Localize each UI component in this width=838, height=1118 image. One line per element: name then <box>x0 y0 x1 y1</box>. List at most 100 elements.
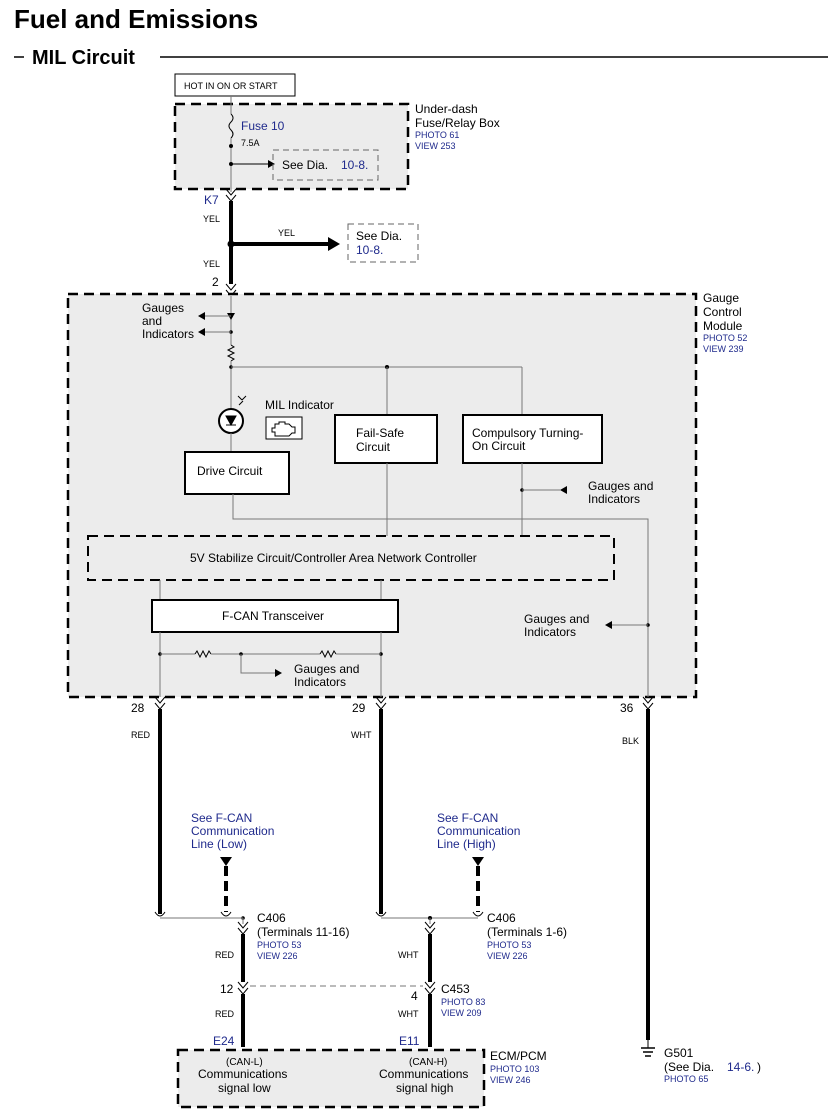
stabilize-label: 5V Stabilize Circuit/Controller Area Net… <box>190 551 477 565</box>
gauges-4-line1: Gauges and <box>524 612 589 626</box>
connector-c453-right-icon <box>424 981 436 995</box>
arrow-icon-4 <box>198 328 205 336</box>
fcan-low-l3: Line (Low) <box>191 837 247 851</box>
terminal-k7: K7 <box>204 193 219 207</box>
gauges-3-line1: Gauges and <box>294 662 359 676</box>
ecm-signal-low: signal low <box>218 1081 271 1095</box>
failsafe-line1: Fail-Safe <box>356 426 404 440</box>
ecm-terminal-e11: E11 <box>399 1034 420 1048</box>
mil-indicator-label: MIL Indicator <box>265 398 334 412</box>
ecm-canl: (CAN-L) <box>226 1057 263 1068</box>
c406-left-name: C406 <box>257 911 286 925</box>
ground-photo: PHOTO 65 <box>664 1074 708 1084</box>
fcan-low-l2: Communication <box>191 824 274 838</box>
see-dia-1-prefix: See Dia. <box>282 158 328 172</box>
ecm-view: VIEW 246 <box>490 1075 531 1085</box>
power-label-box <box>174 73 296 97</box>
wire-yel-1: YEL <box>203 214 220 224</box>
gauges-4-line2: Indicators <box>524 625 576 639</box>
gauges-1-line3: Indicators <box>142 327 194 341</box>
fuse-name: Fuse 10 <box>241 119 285 133</box>
compulsory-line2: On Circuit <box>472 439 526 453</box>
fuse-box-name-2: Fuse/Relay Box <box>415 116 500 130</box>
module-photo: PHOTO 52 <box>703 333 747 343</box>
resistor-icon <box>226 344 236 362</box>
ecm-canh: (CAN-H) <box>409 1057 447 1068</box>
fuse-icon <box>228 113 234 139</box>
wire-yel-3: YEL <box>203 259 220 269</box>
resistor-icon-3 <box>319 649 337 659</box>
c406-left-photo: PHOTO 53 <box>257 940 301 950</box>
see-dia-box-1 <box>272 149 379 181</box>
gauges-2-line2: Indicators <box>588 492 640 506</box>
see-dia-2-prefix: See Dia. <box>356 229 402 243</box>
pin-28: 28 <box>131 701 145 715</box>
stabilize-circuit-box <box>87 535 615 581</box>
arrow-icon-3 <box>198 312 205 320</box>
transceiver-label: F-CAN Transceiver <box>222 609 324 623</box>
see-dia-2-ref: 10-8. <box>356 243 383 257</box>
ecm-pcm-box <box>176 1048 486 1109</box>
light-rays-icon <box>237 395 247 406</box>
ecm-comm-left: Communications <box>198 1067 287 1081</box>
gauges-3-line2: Indicators <box>294 675 346 689</box>
wire-red-3: RED <box>215 1009 235 1019</box>
gauges-1-line1: Gauges <box>142 301 184 315</box>
fcan-high-l1: See F-CAN <box>437 811 498 825</box>
fuse-rating: 7.5A <box>241 138 260 148</box>
module-name-3: Module <box>703 319 743 333</box>
page-subtitle: MIL Circuit <box>32 47 135 69</box>
c453-pin-right: 4 <box>411 989 418 1003</box>
arrow-icon-6 <box>275 669 282 677</box>
pin-29: 29 <box>352 701 366 715</box>
connector-c453-left-icon <box>237 981 249 995</box>
fcan-high-l3: Line (High) <box>437 837 496 851</box>
wire-yel-2: YEL <box>278 228 295 238</box>
drive-circuit-box <box>184 451 290 495</box>
c406-left-terms: (Terminals 11-16) <box>257 925 349 939</box>
gauges-1-line2: and <box>142 314 162 328</box>
wire-red-2: RED <box>215 950 235 960</box>
ecm-signal-high: signal high <box>396 1081 453 1095</box>
gauges-2-line1: Gauges and <box>588 479 653 493</box>
ground-close: ) <box>757 1060 761 1074</box>
c453-name: C453 <box>441 982 470 996</box>
wire-wht-1: WHT <box>351 730 372 740</box>
connector-36-icon <box>642 696 654 710</box>
fuse-box-name-1: Under-dash <box>415 102 478 116</box>
power-label: HOT IN ON OR START <box>184 81 278 91</box>
ground-name: G501 <box>664 1046 694 1060</box>
connector-29-icon <box>375 696 387 710</box>
wire-blk: BLK <box>622 736 639 746</box>
fcan-transceiver-box <box>151 599 399 633</box>
c453-view: VIEW 209 <box>441 1008 482 1018</box>
page-title: Fuel and Emissions <box>14 4 258 34</box>
terminal-2: 2 <box>212 275 219 289</box>
wire-red-1: RED <box>131 730 151 740</box>
failsafe-circuit-box <box>334 414 438 464</box>
arrow-icon <box>268 160 275 168</box>
arrow-icon-5 <box>560 486 567 494</box>
drive-circuit-label: Drive Circuit <box>197 464 263 478</box>
ground-ref: 14-6. <box>727 1060 754 1074</box>
ecm-terminal-e24: E24 <box>213 1034 235 1048</box>
c406-right-view: VIEW 226 <box>487 951 528 961</box>
arrow-icon-2 <box>328 237 340 251</box>
c406-right-terms: (Terminals 1-6) <box>487 925 567 939</box>
connector-28-icon <box>154 696 166 710</box>
see-dia-box-2 <box>347 223 419 263</box>
wire-wht-2: WHT <box>398 950 419 960</box>
ecm-comm-right: Communications <box>379 1067 468 1081</box>
resistor-icon-2 <box>194 649 212 659</box>
ecm-photo: PHOTO 103 <box>490 1064 539 1074</box>
ground-see: (See Dia. <box>664 1060 714 1074</box>
c406-right-name: C406 <box>487 911 516 925</box>
module-view: VIEW 239 <box>703 344 744 354</box>
ecm-name: ECM/PCM <box>490 1049 547 1063</box>
wire-wht-3: WHT <box>398 1009 419 1019</box>
see-dia-1-ref: 10-8. <box>341 158 368 172</box>
c453-pin-left: 12 <box>220 982 234 996</box>
failsafe-line2: Circuit <box>356 440 391 454</box>
fuse-box-view: VIEW 253 <box>415 141 456 151</box>
